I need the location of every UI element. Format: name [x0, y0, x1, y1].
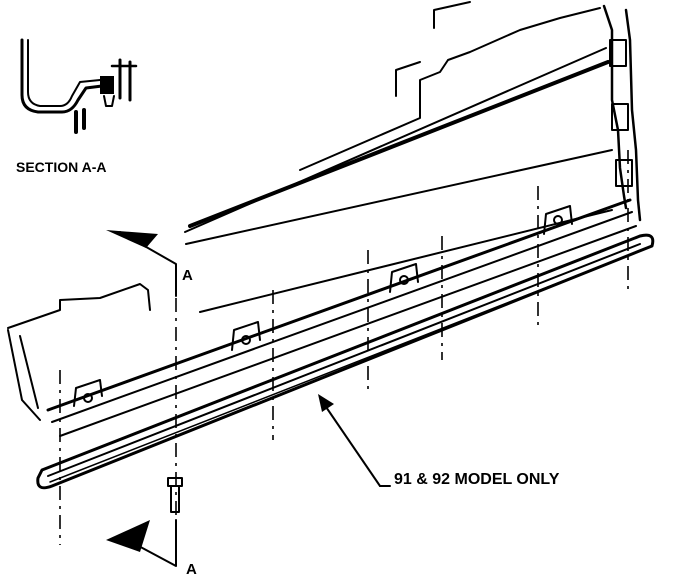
section-cut-bottom	[106, 519, 177, 567]
clip	[231, 321, 261, 351]
rocker-molding	[36, 233, 655, 490]
section-detail-drawing	[20, 38, 138, 134]
clip	[73, 379, 103, 407]
callout-leader	[318, 394, 391, 487]
clip	[543, 205, 573, 235]
section-marker-top: A	[182, 267, 193, 284]
clip-rail	[46, 198, 637, 437]
retainer-clips	[73, 205, 573, 407]
clip	[389, 263, 419, 293]
section-label: SECTION A-A	[16, 159, 106, 175]
section-cut-top	[106, 230, 177, 297]
callout-label: 91 & 92 MODEL ONLY	[394, 471, 560, 488]
section-marker-bottom: A	[186, 561, 197, 578]
body-panel-outline	[7, 1, 642, 421]
alignment-centerlines	[59, 150, 629, 560]
fastener	[167, 477, 183, 513]
